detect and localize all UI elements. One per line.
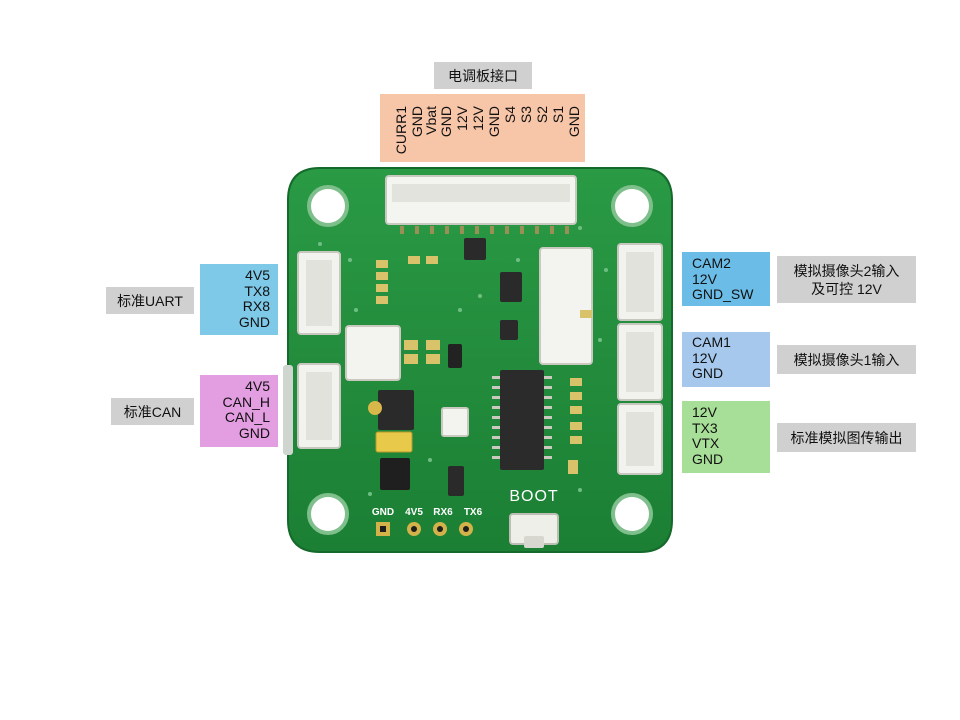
- esc-pin-gnd-1: GND: [566, 106, 582, 138]
- esc-connector-slot: [392, 184, 570, 202]
- mount-hole-top-right: [611, 185, 653, 227]
- bottom-solder-pads: [376, 522, 473, 536]
- boot-label: BOOT: [509, 488, 558, 505]
- esc-pin-strip: CURR1 GND Vbat GND 12V 12V GND S4 S3 S2 …: [380, 94, 585, 162]
- uart-pin-tx8: TX8: [244, 282, 270, 299]
- esc-interface-title: 电调板接口: [434, 62, 532, 89]
- pcb-board: BOOT GND 4V5 RX6 TX6: [283, 167, 673, 553]
- cam1-pin-gnd: GND: [692, 365, 724, 381]
- uart-pin-rx8: RX8: [242, 298, 270, 314]
- pcb-side-tab: [283, 365, 293, 455]
- esc-connector-pins: [400, 226, 569, 234]
- white-block-left: [345, 325, 401, 381]
- vtx-pin-12v: 12V: [692, 404, 717, 420]
- cam1-pin-box: CAM1 12V GND: [682, 332, 770, 387]
- vtx-pin-vtx: VTX: [692, 435, 720, 451]
- chip-bottom-center: [448, 466, 464, 496]
- pad-label-gnd: GND: [372, 507, 394, 518]
- cam1-pin-cam1: CAM1: [692, 334, 731, 350]
- vtx-pin-gnd: GND: [692, 450, 724, 467]
- vtx-pin-box: 12V TX3 VTX GND: [682, 401, 770, 473]
- can-pin-can-l: CAN_L: [224, 409, 270, 425]
- main-ic-pins: [492, 376, 552, 459]
- esc-pin-gnd-2: GND: [486, 106, 502, 138]
- can-pin-can-h: CAN_H: [222, 393, 270, 410]
- chip-bottom-left: [380, 458, 410, 490]
- can-pin-4v5: 4V5: [245, 378, 270, 394]
- uart-title: 标准UART: [106, 287, 194, 314]
- shield-module: [539, 247, 593, 365]
- cam2-pin-12v: 12V: [692, 270, 717, 287]
- cam2-pin-box: CAM2 12V GND_SW: [682, 252, 770, 306]
- passive-components: [376, 256, 592, 474]
- can-title: 标准CAN: [111, 398, 194, 425]
- vtx-title: 标准模拟图传输出: [777, 423, 916, 452]
- esc-pin-s4: S4: [502, 106, 518, 124]
- esc-pin-gnd-3: GND: [438, 106, 454, 138]
- main-ic: [500, 370, 544, 470]
- cam1-pin-12v: 12V: [692, 349, 717, 366]
- esc-pin-12v-1: 12V: [470, 106, 486, 131]
- white-block-center: [441, 407, 469, 437]
- pad-label-rx6: RX6: [433, 507, 453, 518]
- cam1-title: 模拟摄像头1输入: [777, 345, 916, 374]
- tantalum-cap: [375, 431, 413, 453]
- uart-pin-box: 4V5 TX8 RX8 GND: [200, 264, 278, 335]
- esc-pin-s1: S1: [550, 106, 566, 124]
- esc-pin-gnd-4: GND: [409, 106, 425, 138]
- electrolytic-cap: [368, 401, 382, 415]
- uart-pin-4v5: 4V5: [245, 267, 270, 283]
- mounting-holes: [307, 185, 653, 535]
- cam2-pin-gnd-sw: GND_SW: [692, 286, 754, 302]
- chip-mid-small: [500, 320, 518, 340]
- pad-label-4v5: 4V5: [405, 507, 423, 518]
- mount-hole-bottom-right: [611, 493, 653, 535]
- mount-hole-bottom-left: [307, 493, 349, 535]
- cam2-title: 模拟摄像头2输入 及可控 12V: [777, 256, 916, 303]
- mount-hole-top-left: [307, 185, 349, 227]
- chip-left-mid: [378, 390, 414, 430]
- pad-label-tx6: TX6: [464, 507, 483, 518]
- cam2-title-line1: 模拟摄像头2输入: [793, 262, 900, 279]
- can-pin-box: 4V5 CAN_H CAN_L GND: [200, 375, 278, 447]
- vtx-pin-tx3: TX3: [692, 419, 718, 436]
- esc-pin-vbat: Vbat: [423, 106, 439, 135]
- chip-mid-right: [500, 272, 522, 302]
- can-pin-gnd: GND: [238, 424, 270, 441]
- cam2-pin-cam2: CAM2: [692, 255, 731, 271]
- esc-pin-s2: S2: [534, 106, 550, 124]
- vias: [318, 226, 608, 496]
- diode-black: [448, 344, 462, 368]
- cam2-title-line2: 及可控 12V: [811, 280, 882, 297]
- esc-pin-curr1: CURR1: [393, 106, 409, 155]
- uart-pin-gnd: GND: [238, 313, 270, 330]
- esc-pin-12v-2: 12V: [454, 106, 470, 131]
- esc-pin-s3: S3: [518, 106, 534, 124]
- chip-top-center: [464, 238, 486, 260]
